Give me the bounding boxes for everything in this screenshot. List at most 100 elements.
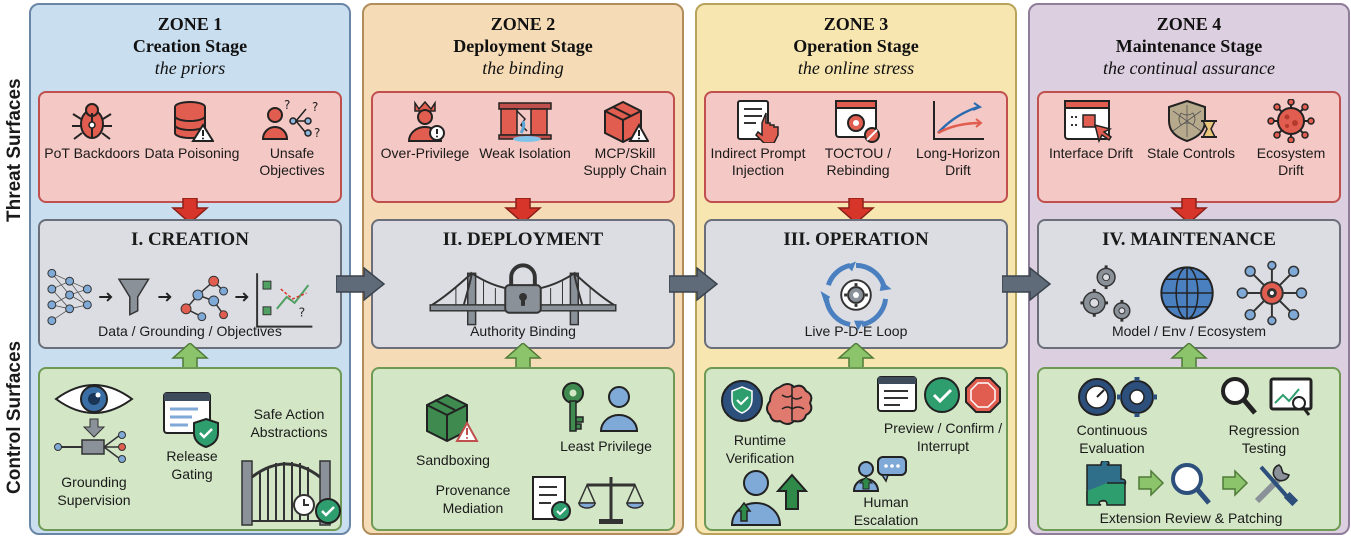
threat-label: Weak Isolation <box>479 145 571 161</box>
threat-label: Long-Horizon Drift <box>915 145 1001 178</box>
zone-number: ZONE 3 <box>823 14 889 34</box>
control-label: Release Gating <box>166 448 218 482</box>
diverging-lines-icon <box>933 101 984 140</box>
threat-box: Over-Privilege Weak Isolation <box>371 91 675 203</box>
zone-subtitle: the binding <box>482 58 564 78</box>
threat-item: Long-Horizon Drift <box>910 99 1006 179</box>
core-stage-box: III. OPERATION Live P-D-E Loop <box>704 219 1008 349</box>
zone-subtitle: the continual assurance <box>1103 58 1275 78</box>
svg-text:?: ? <box>314 126 320 140</box>
threat-arrow <box>504 198 542 224</box>
threat-item: Data Poisoning <box>144 99 240 162</box>
zone-stage: Maintenance Stage <box>1115 36 1263 56</box>
flow-arrow-3-4 <box>1002 267 1052 301</box>
svg-text:?: ? <box>284 99 290 112</box>
control-box: Runtime Verification Preview / Confirm /… <box>704 367 1008 531</box>
control-arrow <box>837 343 875 369</box>
control-label: Regression Testing <box>1228 422 1300 456</box>
threat-box: PoT Backdoors Data Poisoning ? <box>38 91 342 203</box>
threat-surfaces-label: Threat Surfaces <box>4 78 25 222</box>
gate-clock-icon <box>241 460 341 526</box>
control-label: Continuous Evaluation <box>1076 422 1148 456</box>
control-label: Runtime Verification <box>725 432 795 466</box>
control-label: Sandboxing <box>416 452 490 468</box>
threat-label: Indirect Prompt Injection <box>710 145 806 178</box>
cobweb-shield-icon <box>1168 99 1217 143</box>
preview-confirm-stop-icon <box>877 376 1001 413</box>
control-label: Safe Action Abstractions <box>250 406 328 440</box>
eye-grounding-icon <box>54 384 134 463</box>
user-question-icon: ? ? ? <box>262 99 320 140</box>
threat-label: Stale Controls <box>1147 145 1235 161</box>
zone-4-maintenance: ZONE 4 Maintenance Stage the continual a… <box>1028 3 1350 535</box>
control-box: Grounding Supervision Release Gating Saf… <box>38 367 342 531</box>
threat-label: TOCTOU / Rebinding <box>824 145 892 178</box>
threat-label: Unsafe Objectives <box>259 145 325 178</box>
zone-stage: Deployment Stage <box>453 36 593 56</box>
document-pointer-icon <box>737 100 779 143</box>
user-escalate-icon <box>730 470 809 526</box>
broken-wall-icon <box>498 102 552 142</box>
zone-stage: Operation Stage <box>793 36 919 56</box>
control-arrow <box>504 343 542 369</box>
threat-label: PoT Backdoors <box>44 145 140 161</box>
control-arrow <box>1170 343 1208 369</box>
core-title: II. DEPLOYMENT <box>442 229 604 250</box>
core-title: III. OPERATION <box>783 229 929 250</box>
zone-header: ZONE 1 Creation Stage the priors <box>31 13 349 79</box>
control-label: Human Escalation <box>853 494 919 528</box>
user-chat-icon <box>852 456 907 492</box>
core-title: IV. MAINTENANCE <box>1102 229 1276 250</box>
svg-text:?: ? <box>312 100 318 114</box>
control-box: Sandboxing Least Privilege Provenance Me… <box>371 367 675 531</box>
control-box: Continuous Evaluation Regression Testing… <box>1037 367 1341 531</box>
window-shield-icon <box>163 392 219 449</box>
control-label: Extension Review & Patching <box>1099 510 1283 526</box>
svg-text:?: ? <box>299 306 306 321</box>
control-label: Least Privilege <box>560 438 652 454</box>
core-title: I. CREATION <box>131 229 249 250</box>
core-subtitle: Authority Binding <box>470 323 576 339</box>
core-stage-box: I. CREATION <box>38 219 342 349</box>
package-warning-icon <box>604 100 649 143</box>
threat-arrow <box>171 198 209 224</box>
flow-arrow-2-3 <box>669 267 719 301</box>
window-gear-icon <box>835 100 880 143</box>
threat-label: Ecosystem Drift <box>1256 145 1326 178</box>
creation-pipeline-icon: ? <box>47 268 313 328</box>
core-stage-box: II. DEPLOYMENT Authority Binding <box>371 219 675 349</box>
threat-label: Interface Drift <box>1048 145 1134 161</box>
key-user-icon <box>562 382 639 432</box>
zone-3-operation: ZONE 3 Operation Stage the online stress… <box>695 3 1017 535</box>
threat-label: Over-Privilege <box>380 145 470 161</box>
threat-label: MCP/Skill Supply Chain <box>583 145 667 178</box>
control-arrow <box>171 343 209 369</box>
threat-item: Interface Drift <box>1043 99 1139 162</box>
control-label: Preview / Confirm / Interrupt <box>883 420 1003 454</box>
zone-number: ZONE 4 <box>1156 14 1222 34</box>
threat-box: Indirect Prompt Injection TOCTOU / Rebin… <box>704 91 1008 203</box>
pde-loop-icon <box>820 261 892 331</box>
core-subtitle: Data / Grounding / Objectives <box>98 323 282 339</box>
virus-icon <box>1267 99 1315 143</box>
certificate-scale-icon <box>532 476 645 524</box>
crowned-user-icon <box>407 100 445 142</box>
zone-number: ZONE 1 <box>157 14 223 34</box>
zone-subtitle: the priors <box>154 58 226 78</box>
zone-header: ZONE 2 Deployment Stage the binding <box>364 13 682 79</box>
zone-2-deployment: ZONE 2 Deployment Stage the binding Over… <box>362 3 684 535</box>
sandbox-box-icon <box>426 393 479 443</box>
zone-header: ZONE 4 Maintenance Stage the continual a… <box>1030 13 1348 79</box>
threat-item: Over-Privilege <box>377 99 473 162</box>
threat-item: MCP/Skill Supply Chain <box>577 99 673 179</box>
threat-item: ? ? ? Unsafe Objectives <box>244 99 340 179</box>
database-warning-icon <box>174 101 214 142</box>
threat-item: Weak Isolation <box>477 99 573 162</box>
threat-label: Data Poisoning <box>144 145 240 161</box>
control-surfaces-label: Control Surfaces <box>4 340 25 495</box>
flow-arrow-1-2 <box>336 267 386 301</box>
zone-number: ZONE 2 <box>490 14 556 34</box>
threat-box: Interface Drift Stale Controls <box>1037 91 1341 203</box>
threat-item: PoT Backdoors <box>44 99 140 162</box>
gears-globe-network-icon <box>1080 260 1308 326</box>
